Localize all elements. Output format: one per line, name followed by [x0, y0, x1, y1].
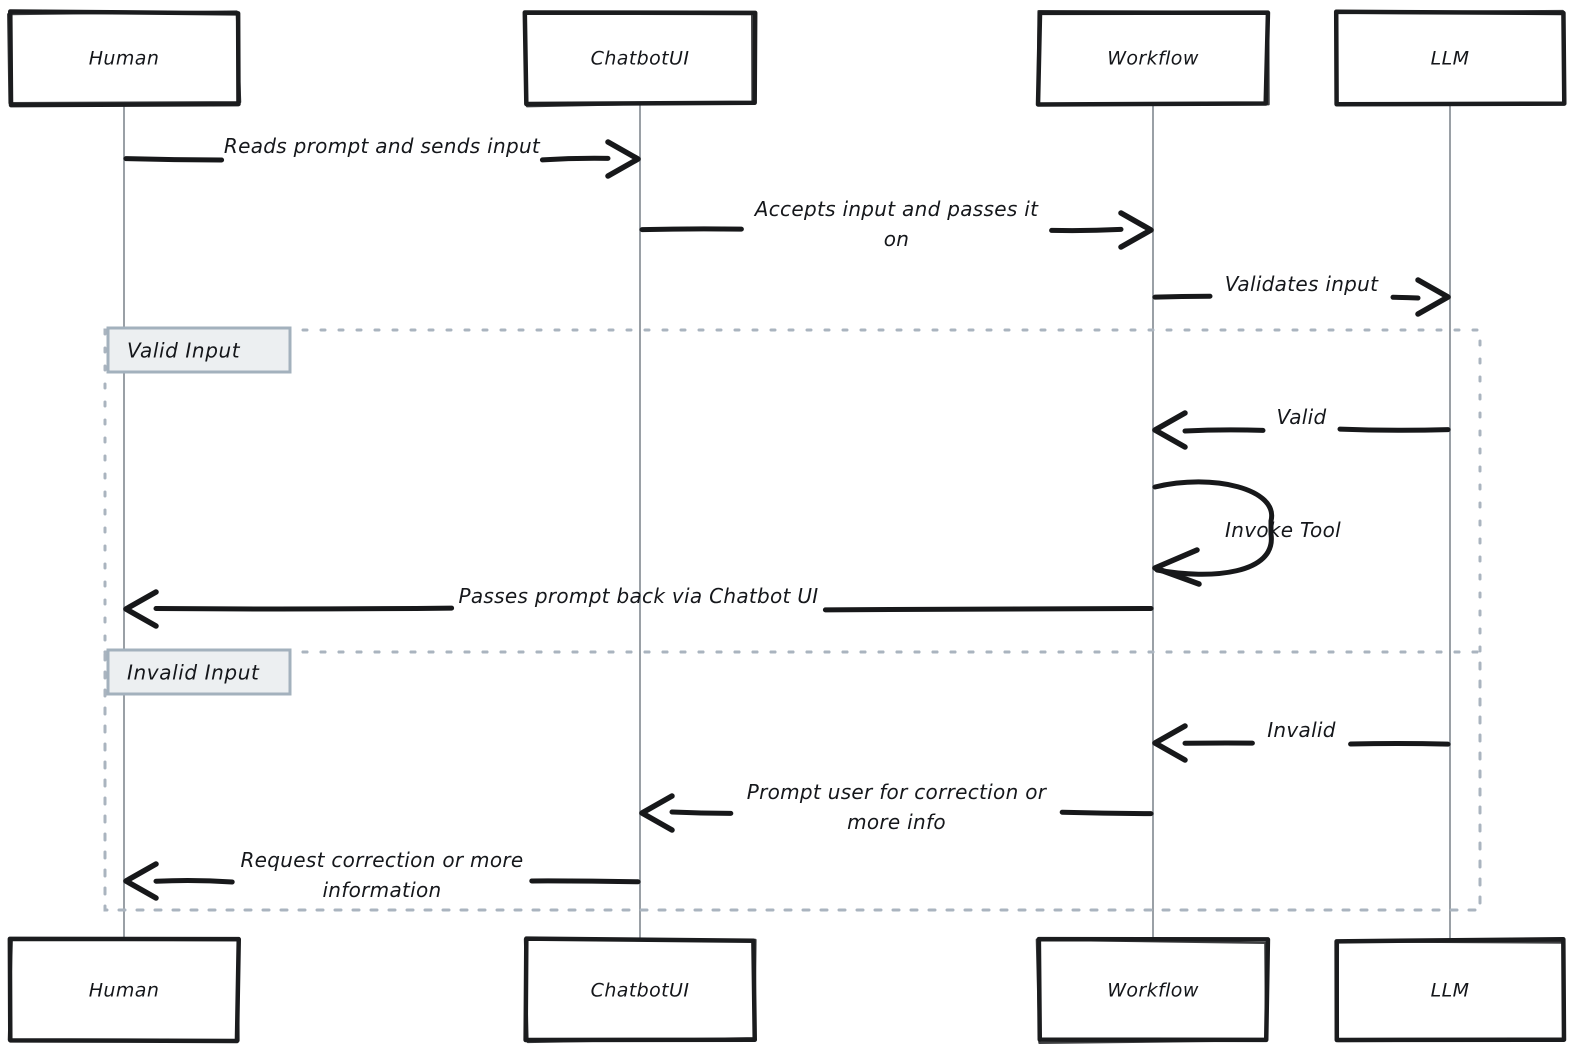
- actor-box-shape: [1035, 10, 1271, 107]
- fragment-f1: [103, 328, 1482, 912]
- actor-box-shape: [1334, 936, 1567, 1043]
- message-label: Validates input: [1225, 272, 1379, 296]
- actor-box-shape: [522, 10, 758, 108]
- message-m8: Prompt user for correction or more info: [639, 780, 1154, 834]
- message-label: Request correction or more: [240, 848, 523, 872]
- message-label: Valid: [1277, 405, 1327, 429]
- message-m6: Passes prompt back via Chatbot UI: [123, 584, 1154, 629]
- actor-label: Workflow: [1107, 48, 1199, 70]
- message-m1: Reads prompt and sends input: [123, 134, 641, 179]
- actor-label: Workflow: [1107, 980, 1199, 1002]
- actor-bottom-chatbotui[interactable]: ChatbotUI: [523, 936, 757, 1044]
- actor-box-shape: [7, 936, 242, 1044]
- fragment-border: [103, 328, 1482, 912]
- actor-bottom-llm[interactable]: LLM: [1334, 936, 1567, 1043]
- message-m4: Valid: [1152, 405, 1451, 450]
- fragment-tag-f1: Valid Input: [106, 326, 292, 374]
- arrow-head: [639, 793, 675, 833]
- arrow-head: [1152, 547, 1202, 587]
- fragment-tag-box: [106, 326, 292, 374]
- message-label: Passes prompt back via Chatbot UI: [459, 584, 819, 608]
- self-loop-path: [1152, 479, 1275, 577]
- actor-box-shape: [1035, 936, 1271, 1045]
- fragment-tag-box: [106, 648, 292, 696]
- actor-top-human[interactable]: Human: [7, 9, 242, 108]
- actor-box-shape: [7, 9, 242, 108]
- actor-box-shape: [1333, 9, 1567, 107]
- actor-bottom-human[interactable]: Human: [7, 936, 242, 1044]
- actor-top-chatbotui[interactable]: ChatbotUI: [522, 10, 758, 108]
- actor-label: Human: [89, 48, 160, 70]
- arrow-head: [1415, 277, 1451, 317]
- message-label-line2: more info: [847, 810, 946, 834]
- arrow-head: [123, 589, 159, 629]
- message-label: Accepts input and passes it: [753, 197, 1039, 221]
- message-m9: Request correction or more information: [123, 848, 641, 902]
- arrow-head: [123, 861, 159, 901]
- fragment-tag-label: Valid Input: [127, 339, 241, 363]
- arrow-head: [1118, 210, 1154, 250]
- message-label-line2: on: [884, 227, 910, 251]
- message-m2: Accepts input and passes it on: [639, 197, 1154, 251]
- actor-top-workflow[interactable]: Workflow: [1035, 10, 1271, 107]
- message-label: Invalid: [1267, 718, 1336, 742]
- fragment-tag-label: Invalid Input: [127, 661, 260, 685]
- actor-label: ChatbotUI: [591, 48, 690, 70]
- fragment-tag-f2: Invalid Input: [106, 648, 292, 696]
- message-label: Reads prompt and sends input: [224, 134, 541, 158]
- arrow-head: [1152, 723, 1188, 763]
- actor-label: LLM: [1431, 980, 1470, 1002]
- message-m3: Validates input: [1152, 272, 1451, 317]
- message-label: Prompt user for correction or: [747, 780, 1048, 804]
- message-m7: Invalid: [1152, 718, 1451, 763]
- message-label-line2: information: [322, 878, 441, 902]
- actor-label: LLM: [1431, 48, 1470, 70]
- message-m5: Invoke Tool: [1152, 479, 1341, 587]
- message-label: Invoke Tool: [1225, 518, 1341, 542]
- actor-box-shape: [523, 936, 757, 1044]
- actor-top-llm[interactable]: LLM: [1333, 9, 1567, 107]
- arrow-head: [605, 139, 641, 179]
- actor-label: Human: [89, 980, 160, 1002]
- actor-label: ChatbotUI: [591, 980, 690, 1002]
- actor-bottom-workflow[interactable]: Workflow: [1035, 936, 1271, 1045]
- arrow-head: [1152, 410, 1188, 450]
